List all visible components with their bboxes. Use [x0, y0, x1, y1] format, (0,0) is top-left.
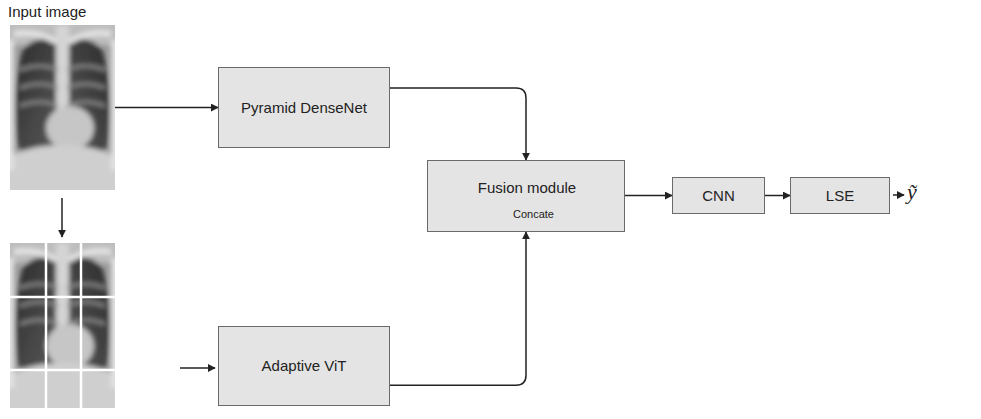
output-arrow	[893, 194, 904, 196]
input-image: Input image	[10, 25, 115, 190]
node-label: Input image	[8, 3, 86, 21]
node-label: CNN	[702, 187, 735, 205]
node-sublabel: Concate	[513, 207, 554, 221]
chest-xray-image	[0, 15, 125, 195]
flow-arrow	[390, 232, 526, 385]
process-box: LSE	[790, 177, 890, 214]
node-label: Adaptive ViT	[262, 357, 347, 375]
node-label: Fusion module	[478, 179, 576, 197]
output-symbol: ỹ	[907, 180, 917, 204]
process-box: CNN	[672, 177, 765, 214]
patch-arrow	[180, 367, 215, 369]
flow-arrow	[390, 88, 526, 160]
chest-xray-patches	[0, 233, 125, 413]
node-label: Pyramid DenseNet	[241, 99, 367, 117]
flow-arrow	[115, 107, 218, 109]
process-box: Pyramid DenseNet	[218, 67, 390, 148]
fusion-box: Fusion moduleConcate	[427, 160, 625, 232]
flow-arrow	[625, 195, 672, 197]
patch-grid	[10, 243, 115, 408]
split-arrow	[61, 198, 63, 237]
flow-arrow	[765, 195, 790, 197]
process-box: Adaptive ViT	[218, 326, 390, 406]
node-label: LSE	[826, 187, 854, 205]
